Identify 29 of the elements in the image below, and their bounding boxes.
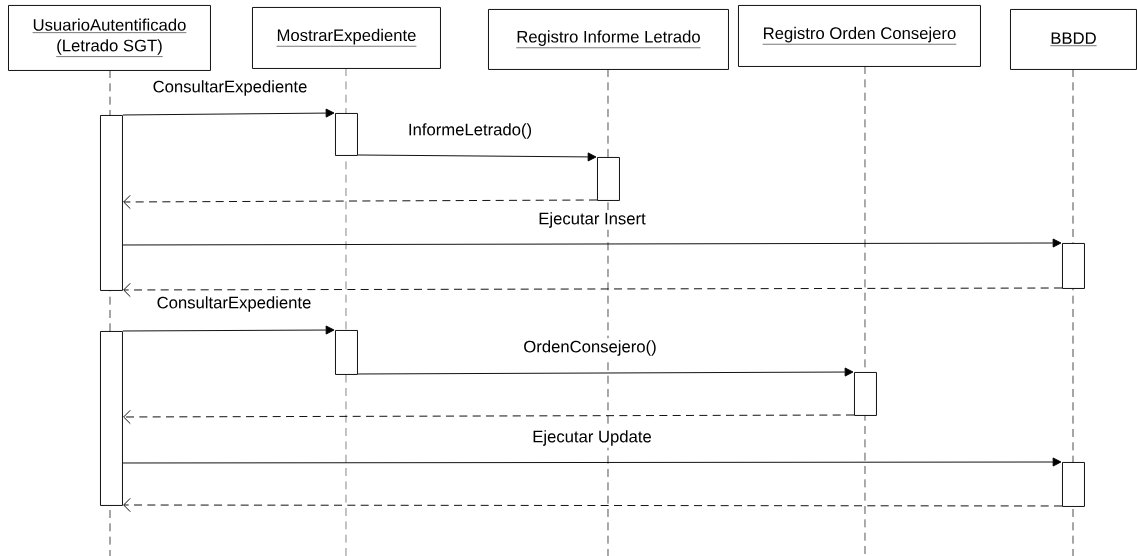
edge-label: ConsultarExpediente bbox=[154, 294, 314, 314]
activation-bar bbox=[854, 372, 877, 416]
activation-bar bbox=[335, 330, 358, 375]
message-arrow bbox=[122, 108, 335, 118]
activation-bar bbox=[1062, 462, 1085, 507]
message-arrow bbox=[122, 325, 335, 335]
message-arrow bbox=[357, 367, 854, 377]
return-arrow bbox=[123, 497, 1063, 513]
message-arrow bbox=[122, 238, 1062, 248]
participant-box: Registro Orden Consejero bbox=[738, 5, 981, 67]
edge-label: Ejecutar Insert bbox=[536, 210, 648, 230]
participant-box: Registro Informe Letrado bbox=[488, 9, 729, 70]
message-arrow bbox=[357, 152, 597, 162]
edge-label: Ejecutar Update bbox=[530, 428, 654, 448]
activation-bar bbox=[335, 113, 358, 156]
return-arrow bbox=[123, 282, 1063, 298]
edge-label: ConsultarExpediente bbox=[150, 78, 310, 98]
participant-box: MostrarExpediente bbox=[252, 7, 441, 69]
activation-bar bbox=[100, 331, 123, 506]
edge-label: InformeLetrado() bbox=[405, 121, 535, 141]
edge-label: OrdenConsejero() bbox=[521, 338, 659, 358]
activation-bar bbox=[1062, 243, 1085, 289]
return-arrow bbox=[123, 409, 855, 425]
activation-bar bbox=[597, 157, 620, 201]
participant-box: BBDD bbox=[1010, 9, 1137, 70]
participant-box: UsuarioAutentificado (Letrado SGT) bbox=[8, 5, 211, 71]
return-arrow bbox=[123, 194, 598, 210]
message-arrow bbox=[122, 457, 1062, 467]
activation-bar bbox=[100, 115, 123, 291]
